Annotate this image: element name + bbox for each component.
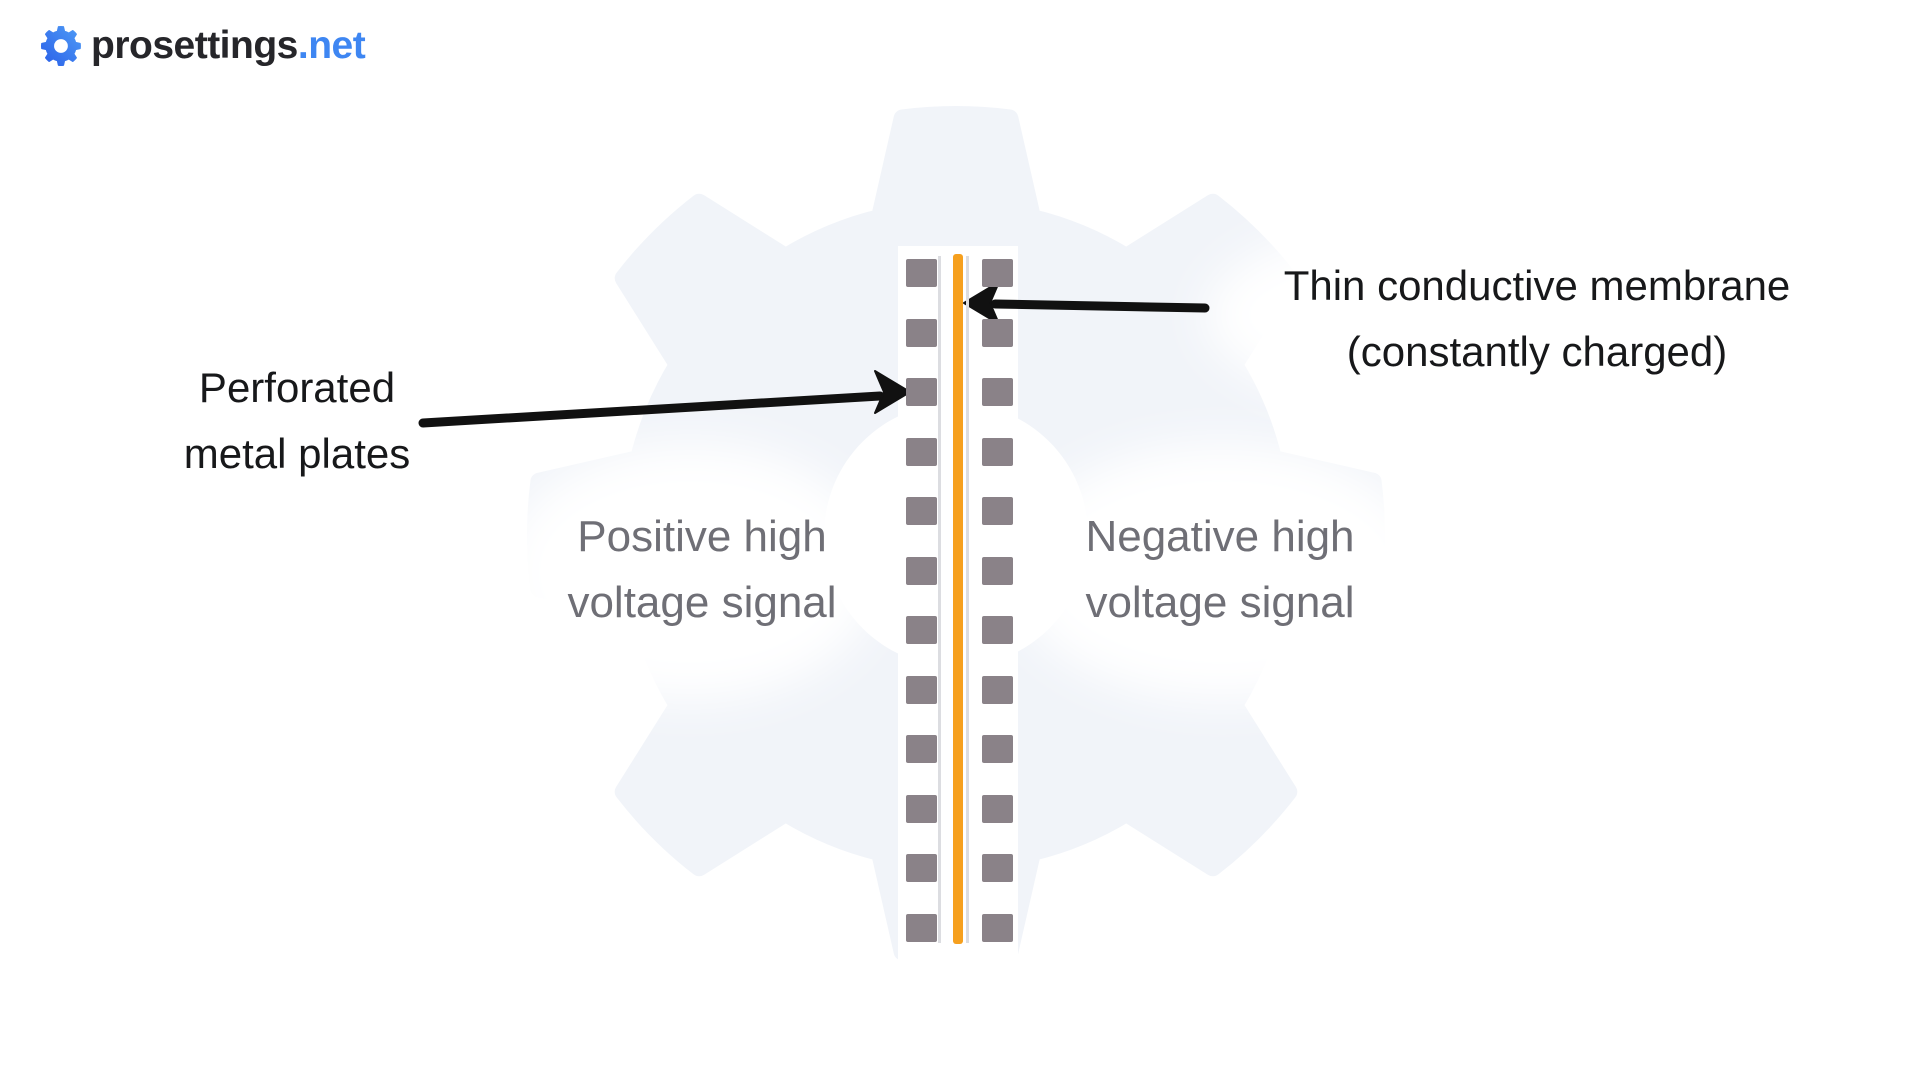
- plate-perforation-square: [982, 259, 1013, 287]
- plate-perforation-square: [906, 854, 937, 882]
- negative-signal-label: Negative high voltage signal: [1085, 504, 1354, 636]
- plate-perforation-square: [906, 497, 937, 525]
- plate-perforation-square: [982, 854, 1013, 882]
- plate-perforation-square: [906, 616, 937, 644]
- plate-perforation-square: [906, 794, 937, 823]
- plate-perforation-square: [906, 378, 937, 406]
- membrane-label-line1: Thin conductive membrane: [1283, 262, 1791, 309]
- plate-perforation-square: [982, 556, 1013, 585]
- left-plate-perforations: [906, 259, 937, 942]
- plates-arrow: [418, 370, 911, 428]
- plate-perforation-square: [982, 378, 1013, 406]
- conductive-membrane-line: [953, 254, 963, 944]
- plate-perforation-square: [906, 556, 937, 585]
- logo-tld: .net: [297, 24, 366, 67]
- plate-perforation-square: [906, 259, 937, 287]
- plate-perforation-square: [982, 675, 1013, 704]
- plate-perforation-square: [982, 735, 1013, 763]
- logo-brand: prosettings: [91, 24, 298, 67]
- plate-perforation-square: [982, 437, 1013, 466]
- right-plate-line: [966, 256, 969, 943]
- perforated-plates-label-line1: Perforated: [198, 364, 396, 411]
- plate-perforation-square: [906, 318, 937, 347]
- plate-perforation-square: [982, 497, 1013, 525]
- plate-perforation-square: [906, 913, 937, 942]
- positive-signal-label-line2: voltage signal: [567, 578, 837, 627]
- label-halos: [500, 203, 1865, 700]
- plate-perforation-square: [982, 794, 1013, 823]
- plate-perforation-square: [906, 735, 937, 763]
- membrane-label-line2: (constantly charged): [1346, 328, 1728, 375]
- site-logo: prosettings.net: [40, 20, 366, 72]
- plate-perforation-square: [982, 616, 1013, 644]
- plate-perforation-square: [906, 675, 937, 704]
- logo-text: prosettings.net: [91, 20, 366, 72]
- perforated-plates-label-line2: metal plates: [183, 430, 411, 477]
- plate-perforation-square: [906, 437, 937, 466]
- logo-gear-icon: [40, 26, 81, 66]
- right-plate-perforations: [982, 259, 1013, 942]
- plate-perforation-square: [982, 318, 1013, 347]
- negative-signal-label-line2: voltage signal: [1085, 578, 1355, 627]
- plate-perforation-square: [982, 913, 1013, 942]
- membrane-label: Thin conductive membrane (constantly cha…: [1284, 253, 1791, 385]
- positive-signal-label: Positive high voltage signal: [567, 504, 836, 636]
- positive-signal-label-line1: Positive high: [577, 512, 827, 561]
- membrane-arrow: [963, 281, 1210, 325]
- perforated-plates-label: Perforated metal plates: [184, 355, 410, 487]
- left-plate-line: [938, 256, 941, 943]
- negative-signal-label-line1: Negative high: [1085, 512, 1355, 561]
